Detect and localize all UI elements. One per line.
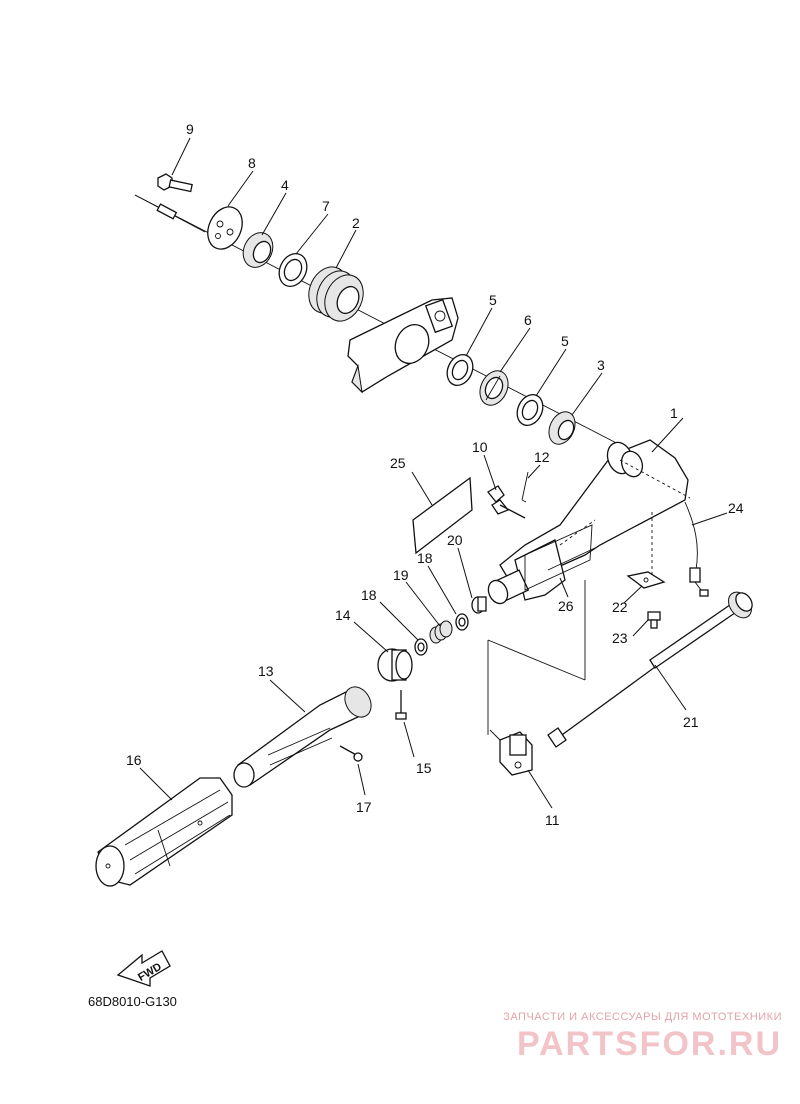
callout-21: 21 bbox=[683, 714, 699, 730]
leader-lines bbox=[139, 137, 728, 809]
part-18-washer-a bbox=[455, 613, 469, 631]
callout-14: 14 bbox=[335, 607, 351, 623]
watermark-tagline: ЗАПЧАСТИ И АКСЕССУАРЫ ДЛЯ МОТОТЕХНИКИ bbox=[503, 1011, 782, 1023]
cable-end bbox=[134, 194, 206, 233]
callout-26: 26 bbox=[558, 598, 574, 614]
part-2-grooved-collar bbox=[308, 266, 364, 322]
callout-17: 17 bbox=[356, 799, 372, 815]
callout-24: 24 bbox=[728, 500, 744, 516]
callout-18b: 18 bbox=[361, 587, 377, 603]
part-19-spring bbox=[429, 620, 453, 644]
callout-3: 3 bbox=[597, 357, 605, 373]
part-12-pin bbox=[521, 471, 529, 503]
callout-11: 11 bbox=[545, 812, 560, 828]
callout-5a: 5 bbox=[489, 292, 497, 308]
callouts: 1 2 3 4 5 5 6 7 8 9 10 11 12 13 14 15 16… bbox=[126, 121, 744, 828]
part-15-screw bbox=[395, 690, 407, 720]
callout-2: 2 bbox=[352, 215, 360, 231]
callout-19: 19 bbox=[393, 567, 409, 583]
callout-12: 12 bbox=[534, 449, 550, 465]
watermark-logo: PARTSFOR.RU bbox=[516, 1025, 782, 1063]
part-17-screw bbox=[339, 745, 363, 762]
part-1-tiller-arm bbox=[487, 439, 691, 605]
callout-20: 20 bbox=[447, 532, 463, 548]
guide-lines bbox=[487, 580, 586, 741]
callout-15: 15 bbox=[416, 760, 432, 776]
part-5-washer-b bbox=[516, 393, 544, 427]
callout-5b: 5 bbox=[561, 333, 569, 349]
callout-10: 10 bbox=[472, 439, 488, 455]
callout-7: 7 bbox=[322, 198, 330, 214]
part-14-clamp-ring bbox=[377, 648, 413, 682]
part-3-collar bbox=[548, 411, 576, 445]
part-11-cable-bracket bbox=[499, 731, 533, 776]
callout-25: 25 bbox=[390, 455, 406, 471]
callout-6: 6 bbox=[524, 312, 532, 328]
part-4-collar bbox=[242, 232, 274, 268]
callout-18a: 18 bbox=[417, 550, 433, 566]
diagram-code: 68D8010-G130 bbox=[88, 994, 177, 1009]
part-7-ring bbox=[278, 252, 308, 288]
callout-22: 22 bbox=[612, 599, 628, 615]
part-16-grip bbox=[95, 777, 233, 887]
part-20-bushing bbox=[471, 596, 487, 614]
part-9-bolt bbox=[157, 173, 193, 193]
part-25-decal bbox=[412, 476, 473, 555]
part-24-wire bbox=[684, 501, 709, 597]
part-26-decal bbox=[524, 524, 593, 591]
callout-8: 8 bbox=[248, 155, 256, 171]
part-23-screw bbox=[647, 611, 661, 629]
callout-23: 23 bbox=[612, 630, 628, 646]
fwd-arrow-icon: FWD bbox=[116, 950, 171, 987]
part-5-washer-a bbox=[446, 353, 474, 387]
part-10-wing-bolt bbox=[487, 485, 526, 519]
callout-4: 4 bbox=[281, 177, 289, 193]
callout-9: 9 bbox=[186, 121, 194, 137]
steering-bracket bbox=[347, 297, 459, 394]
part-8-plate bbox=[207, 206, 243, 250]
part-22-plate bbox=[626, 512, 666, 589]
callout-13: 13 bbox=[258, 663, 274, 679]
part-6-split-ring bbox=[479, 370, 509, 406]
watermark: ЗАПЧАСТИ И АКСЕССУАРЫ ДЛЯ МОТОТЕХНИКИ PA… bbox=[503, 1011, 782, 1064]
callout-16: 16 bbox=[126, 752, 142, 768]
callout-1: 1 bbox=[670, 405, 678, 421]
part-18-washer-b bbox=[414, 638, 428, 656]
part-21-throttle-shaft bbox=[547, 591, 753, 748]
part-13-throttle-tube bbox=[233, 686, 372, 788]
